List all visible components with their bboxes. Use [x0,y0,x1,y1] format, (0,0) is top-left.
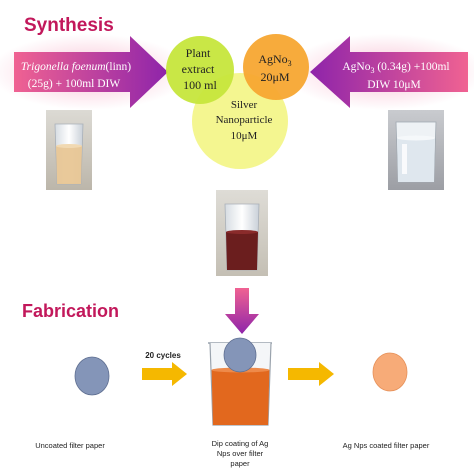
silver-label-3: 10μM [231,130,258,142]
silver-label-2: Nanoparticle [216,114,273,126]
left-arrow-line1: Trigonella foenum(linn) [21,61,131,73]
caption-dip-2: Nps over filter [217,449,264,458]
plant-extract-circle [166,36,234,104]
right-input-arrow [310,36,468,108]
right-arrow-agno: AgNo [342,61,370,73]
agno3-label-2: 20μM [260,70,289,84]
silver-label-1: Silver [231,99,258,111]
right-arrow-line1: AgNo3 (0.34g) +100ml [342,61,449,75]
down-arrow [225,288,259,334]
plant-extract-beaker-photo [46,110,92,190]
coated-filter-paper [372,352,408,392]
dip-coating-beaker [208,337,272,426]
right-arrow-mass: (0.34g) +100ml [374,61,449,73]
plant-extract-label-3: 100 ml [183,78,217,92]
uncoated-filter-paper [74,356,110,396]
cycles-arrow [142,362,187,386]
left-input-arrow [14,36,168,108]
fabrication-heading: Fabrication [22,301,119,321]
left-arrow-species: Trigonella foenum [21,61,106,73]
plant-extract-label-1: Plant [186,46,211,60]
caption-dip-1: Dip coating of Ag [212,439,269,448]
agno3-solution-beaker-photo [388,110,444,190]
agno3-circle [243,34,309,100]
plant-extract-label-2: extract [182,62,215,76]
right-arrow-line2: DIW 10μM [367,79,421,91]
synthesis-heading: Synthesis [24,15,114,36]
agno3-label-agno: AgNo [258,52,287,66]
cycles-label: 20 cycles [145,351,181,360]
caption-dip-3: paper [230,459,250,468]
dipped-filter-paper [223,337,257,373]
silver-nanoparticle-beaker-photo [216,190,268,276]
left-arrow-line2: (25g) + 100ml DIW [28,78,121,90]
right-arrow-sub3: 3 [370,66,374,75]
left-arrow-species-suffix: (linn) [106,61,132,73]
agno3-label-sub3: 3 [288,59,292,68]
agno3-label-1: AgNo3 [258,52,291,68]
coated-arrow [288,362,334,386]
caption-uncoated: Uncoated filter paper [35,441,105,450]
caption-coated: Ag Nps coated filter paper [343,441,430,450]
